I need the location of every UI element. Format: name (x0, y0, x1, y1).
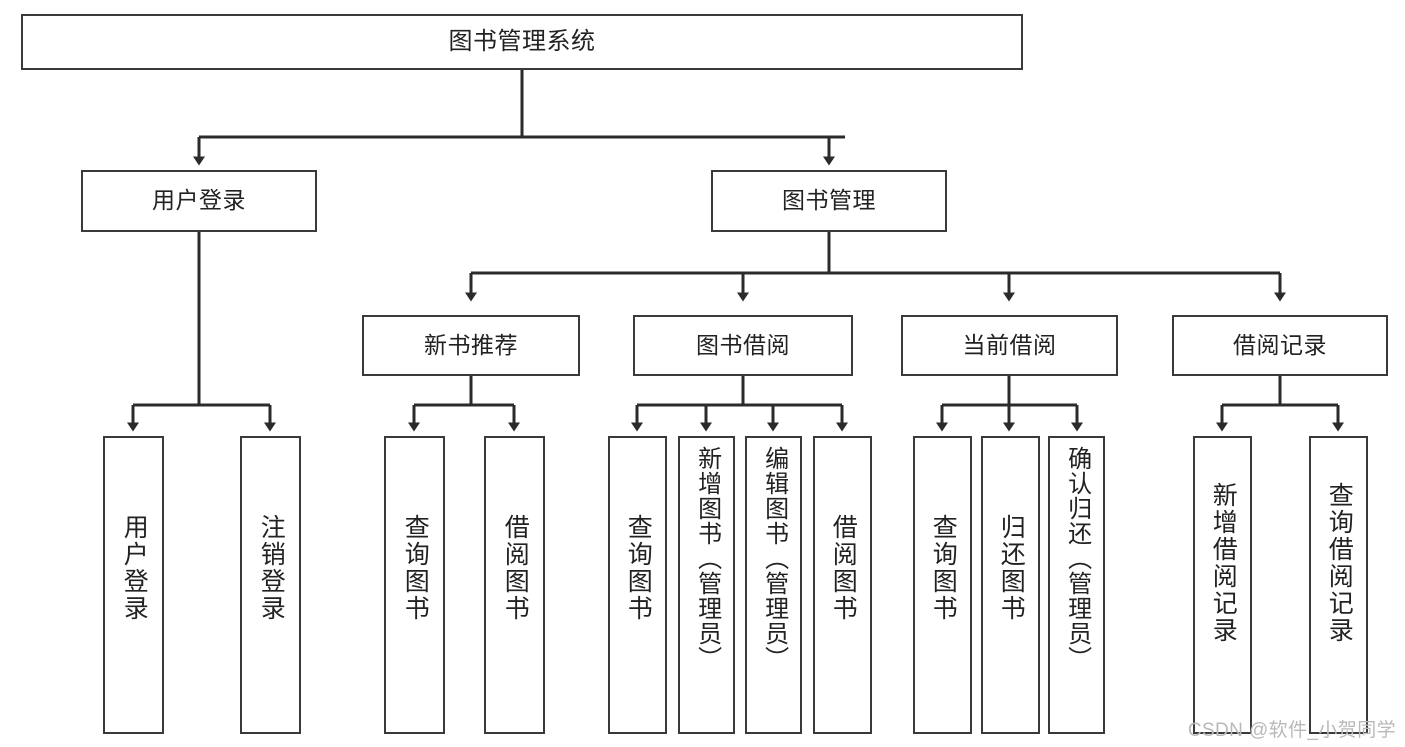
node-label: 注销登录 (257, 514, 286, 622)
node-label: 图书借阅 (696, 331, 790, 358)
leaf-edit-book-admin[interactable]: 编辑图书（管理员） (745, 436, 802, 734)
node-label: 新增借阅记录 (1209, 482, 1238, 644)
leaf-query-borrow-record[interactable]: 查询借阅记录 (1309, 436, 1368, 734)
leaf-logout[interactable]: 注销登录 (240, 436, 301, 734)
node-label: 用户登录 (120, 514, 149, 622)
node-label: 新书推荐 (424, 331, 518, 358)
leaf-borrow-book-borrow[interactable]: 借阅图书 (813, 436, 872, 734)
leaf-return-book[interactable]: 归还图书 (981, 436, 1040, 734)
node-label: 用户登录 (152, 187, 246, 214)
leaf-user-login[interactable]: 用户登录 (103, 436, 164, 734)
node-label: 借阅图书 (501, 514, 530, 622)
node-label: 借阅记录 (1233, 331, 1327, 358)
node-new-book-recommend[interactable]: 新书推荐 (362, 315, 580, 376)
node-root-system[interactable]: 图书管理系统 (21, 14, 1023, 70)
node-label: 图书管理系统 (448, 27, 596, 55)
node-label: 确认归还（管理员） (1063, 446, 1091, 671)
node-label: 查询图书 (624, 514, 653, 622)
node-user-login[interactable]: 用户登录 (81, 170, 317, 232)
node-label: 归还图书 (997, 514, 1026, 622)
node-label: 查询图书 (401, 514, 430, 622)
node-label: 借阅图书 (829, 514, 858, 622)
leaf-confirm-return-admin[interactable]: 确认归还（管理员） (1048, 436, 1105, 734)
node-label: 图书管理 (782, 187, 876, 214)
node-book-manage[interactable]: 图书管理 (711, 170, 947, 232)
leaf-query-book-current[interactable]: 查询图书 (913, 436, 972, 734)
node-book-borrow[interactable]: 图书借阅 (633, 315, 853, 376)
node-current-borrow[interactable]: 当前借阅 (901, 315, 1118, 376)
leaf-borrow-book-recommend[interactable]: 借阅图书 (484, 436, 545, 734)
leaf-add-borrow-record[interactable]: 新增借阅记录 (1193, 436, 1252, 734)
leaf-query-book-borrow[interactable]: 查询图书 (608, 436, 667, 734)
node-label: 新增图书（管理员） (693, 446, 721, 671)
leaf-query-book-recommend[interactable]: 查询图书 (384, 436, 445, 734)
node-borrow-record[interactable]: 借阅记录 (1172, 315, 1388, 376)
node-label: 查询图书 (929, 514, 958, 622)
node-label: 编辑图书（管理员） (760, 446, 788, 671)
node-label: 当前借阅 (962, 331, 1057, 358)
node-label: 查询借阅记录 (1325, 482, 1354, 644)
leaf-add-book-admin[interactable]: 新增图书（管理员） (678, 436, 735, 734)
